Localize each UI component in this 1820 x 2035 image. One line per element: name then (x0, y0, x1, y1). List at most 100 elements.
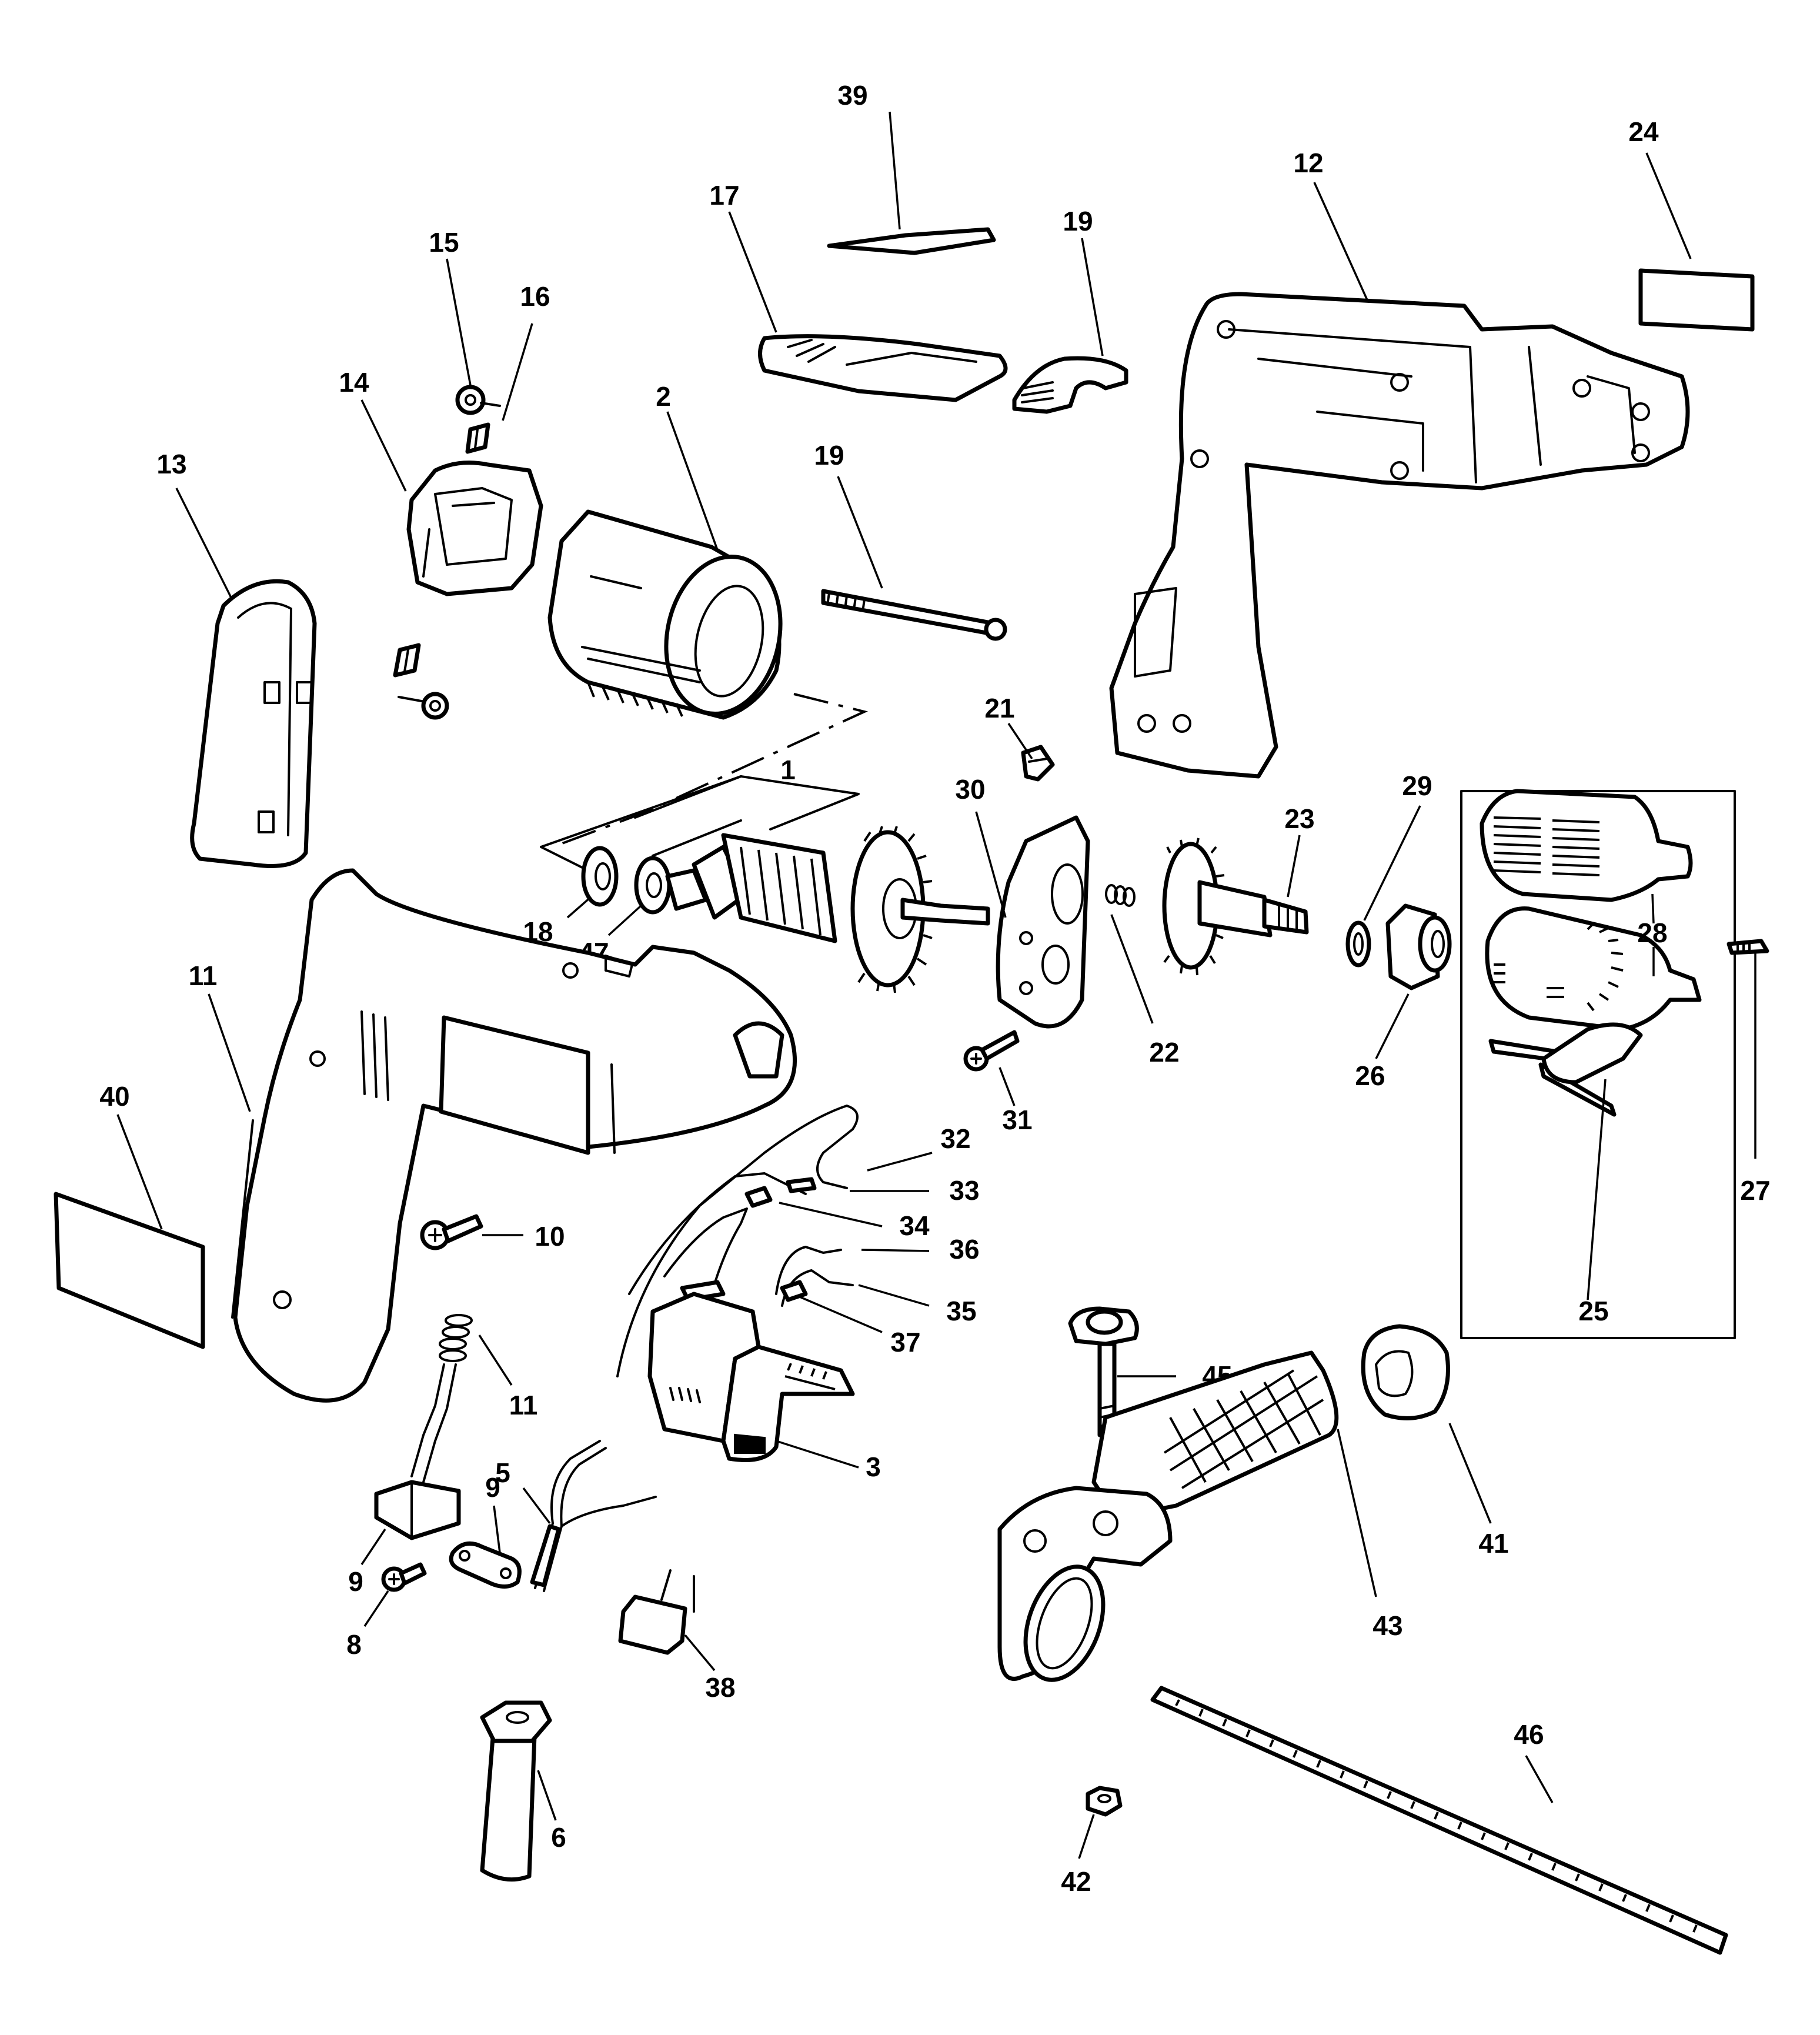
callout-19: 19 (814, 440, 844, 471)
leader-42 (1078, 1814, 1095, 1859)
bracket-1b (634, 775, 742, 857)
part-11-screw (420, 1214, 483, 1250)
callout-36: 36 (949, 1234, 979, 1265)
callout-7: 8 (346, 1629, 362, 1660)
callout-37: 37 (890, 1327, 920, 1357)
part-29-washer (1345, 920, 1371, 968)
callout-15: 15 (429, 227, 459, 258)
part-13-rear-cover (190, 579, 317, 868)
leader-16 (502, 323, 533, 421)
part-5-cord (530, 1440, 657, 1592)
callout-12-left: 11 (189, 960, 218, 991)
leader-30 (975, 811, 1007, 918)
callout-27: 27 (1740, 1175, 1770, 1206)
callout-40: 40 (99, 1081, 129, 1112)
callout-46: 46 (1514, 1719, 1544, 1750)
leader-34 (779, 1202, 883, 1227)
part-25-chuck-key (1488, 1022, 1643, 1117)
callout-31: 31 (1002, 1105, 1032, 1135)
part-17-bearing (581, 846, 619, 907)
part-39-label (827, 227, 996, 255)
leader-17 (566, 896, 592, 919)
part-3-switch (647, 1292, 855, 1462)
part-42-nut (1086, 1786, 1123, 1817)
leader-6 (537, 1770, 557, 1821)
part-31-screw (963, 1030, 1020, 1072)
leader-8 (493, 1505, 501, 1553)
part-46-depth-rod (1150, 1686, 1728, 1955)
callout-33: 33 (949, 1175, 979, 1206)
leader-22 (1110, 914, 1154, 1024)
callout-34: 34 (899, 1210, 930, 1241)
part-7-screw (381, 1562, 427, 1592)
callout-22: 22 (1149, 1037, 1179, 1067)
leader-21 (1007, 723, 1033, 759)
leader-7 (363, 1590, 389, 1627)
callout-23: 23 (1284, 803, 1314, 834)
part-8-cord-clamp (449, 1541, 522, 1589)
callout-25: 25 (1578, 1296, 1608, 1326)
callout-13: 13 (156, 449, 186, 479)
callout-12-right: 12 (1293, 148, 1323, 178)
callout-30: 30 (955, 774, 985, 805)
leader-29 (1363, 805, 1421, 921)
callout-42: 42 (1061, 1866, 1091, 1897)
callout-11: 10 (535, 1221, 565, 1252)
callout-6: 6 (551, 1822, 566, 1853)
leader-40 (116, 1114, 163, 1230)
leader-23 (1287, 835, 1301, 898)
part-47-bearing (634, 856, 672, 915)
leader-46 (1525, 1755, 1554, 1803)
part-15-brush-spring-lower (398, 692, 449, 720)
part-27-chuck-screw (1727, 939, 1769, 955)
assembly-axis-line (552, 693, 869, 848)
leader-25 (1587, 1079, 1607, 1300)
callout-1: 1 (780, 755, 796, 785)
part-41-clamp (1361, 1324, 1450, 1420)
part-28-keyless-chuck (1480, 789, 1693, 902)
part-20-selector-button (1012, 356, 1128, 414)
part-15-brush-spring (455, 385, 501, 415)
leader-39 (889, 111, 901, 230)
leader-28a (1651, 893, 1655, 924)
leader-37 (799, 1296, 883, 1333)
leader-3 (776, 1440, 859, 1469)
part-16-carbon-brush-lower (393, 643, 421, 678)
leader-41 (1448, 1423, 1492, 1524)
callout-32: 32 (940, 1123, 970, 1154)
leader-31 (999, 1067, 1016, 1106)
leader-19 (837, 476, 883, 589)
part-10-spring (439, 1314, 473, 1362)
callout-29: 29 (1402, 770, 1432, 801)
callout-20: 19 (1063, 206, 1093, 236)
callout-21: 21 (984, 693, 1014, 723)
leader-13 (175, 488, 233, 601)
callout-26: 26 (1355, 1060, 1385, 1091)
part-22-spring (1105, 884, 1136, 907)
part-18-top-cover (758, 334, 1008, 402)
leader-10 (478, 1335, 513, 1386)
leader-36 (861, 1249, 930, 1252)
leader-24 (1645, 152, 1692, 259)
leader-18 (728, 211, 777, 333)
callout-14: 14 (339, 367, 369, 398)
callout-38: 38 (705, 1672, 735, 1703)
callout-24: 24 (1628, 116, 1659, 147)
callout-28: 28 (1637, 918, 1667, 948)
part-6-cord-protector (480, 1700, 552, 1882)
leader-20 (1081, 238, 1104, 356)
part-1-armature (665, 826, 990, 993)
leader-38 (684, 1634, 716, 1672)
leader-12-left (208, 993, 251, 1112)
leader-26 (1375, 993, 1410, 1059)
part-24-label-plate (1638, 268, 1755, 332)
leader-15 (446, 258, 472, 386)
part-9-brush-lever (374, 1363, 461, 1540)
leader-5 (522, 1487, 551, 1524)
callout-5: 5 (495, 1457, 510, 1488)
callout-3: 3 (866, 1452, 881, 1482)
part-14-brush-holder (406, 461, 543, 596)
part-43-side-handle (997, 1350, 1339, 1682)
callout-41: 41 (1478, 1528, 1508, 1559)
